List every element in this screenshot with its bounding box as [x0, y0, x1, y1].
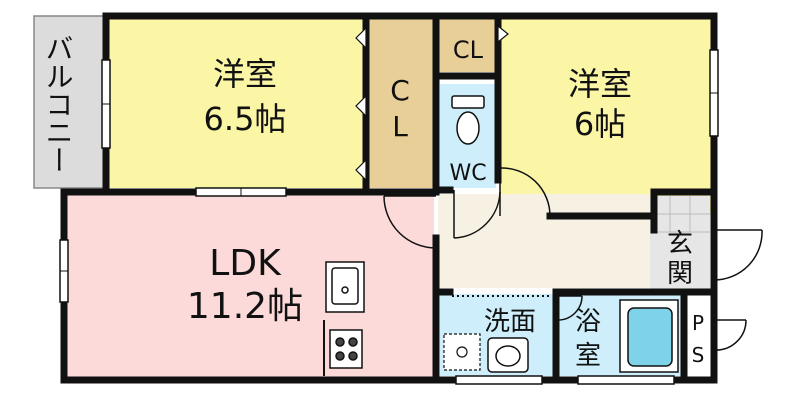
wash-basin — [487, 337, 529, 373]
bathroom-label-1: 浴 — [575, 307, 601, 337]
pipe-space-label-1: P — [692, 311, 704, 335]
western-room-2-name: 洋室 — [568, 65, 632, 103]
western-room-1-size: 6.5帖 — [204, 100, 287, 138]
toilet-label: WC — [449, 161, 486, 186]
closet-large-fill — [368, 18, 434, 188]
hallway-fill — [438, 194, 650, 288]
entrance-fill — [650, 196, 710, 290]
washroom-label: 洗面 — [484, 307, 536, 337]
balcony-fill — [33, 15, 105, 189]
bathtub — [619, 299, 679, 373]
western-room-1-fill — [108, 18, 364, 188]
folding-doors — [355, 24, 509, 182]
window-ticks — [60, 92, 718, 272]
kitchen-sink — [325, 261, 365, 313]
closet-large-label-1: C — [390, 74, 410, 107]
entrance-tile-grid — [650, 196, 710, 233]
balcony-text: バルコニー — [42, 34, 75, 174]
entrance-label-2: 関 — [667, 259, 693, 289]
pipe-space-fill — [686, 294, 710, 376]
balcony-label: バルコニー — [42, 34, 75, 174]
door-swings — [383, 167, 763, 351]
entrance-label-1: 玄 — [667, 229, 693, 259]
pipe-space-label-2: S — [692, 343, 705, 367]
ldk-fill — [66, 194, 434, 378]
stove — [329, 329, 363, 369]
ldk-size: 11.2帖 — [187, 286, 303, 327]
western-room-2-size: 6帖 — [574, 105, 626, 143]
closet-small-label: CL — [453, 36, 484, 64]
closet-small-fill — [438, 18, 500, 72]
ldk-name: LDK — [209, 243, 282, 284]
western-room-1-name: 洋室 — [213, 55, 277, 93]
toilet-fixture — [451, 95, 485, 145]
closet-large-label-2: L — [392, 110, 408, 143]
washing-machine — [443, 333, 481, 371]
bathroom-label-2: 室 — [575, 341, 601, 371]
